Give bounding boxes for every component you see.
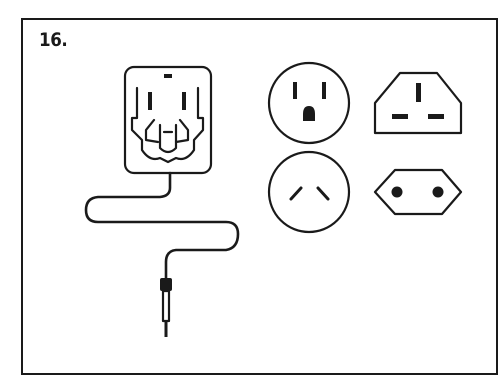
- power-adapter-with-plug-adapter-icon: [86, 67, 238, 337]
- au-plug-icon: [269, 152, 349, 232]
- us-plug-icon: [269, 63, 349, 143]
- uk-plug-icon: [375, 73, 461, 133]
- eu-plug-icon: [375, 170, 461, 214]
